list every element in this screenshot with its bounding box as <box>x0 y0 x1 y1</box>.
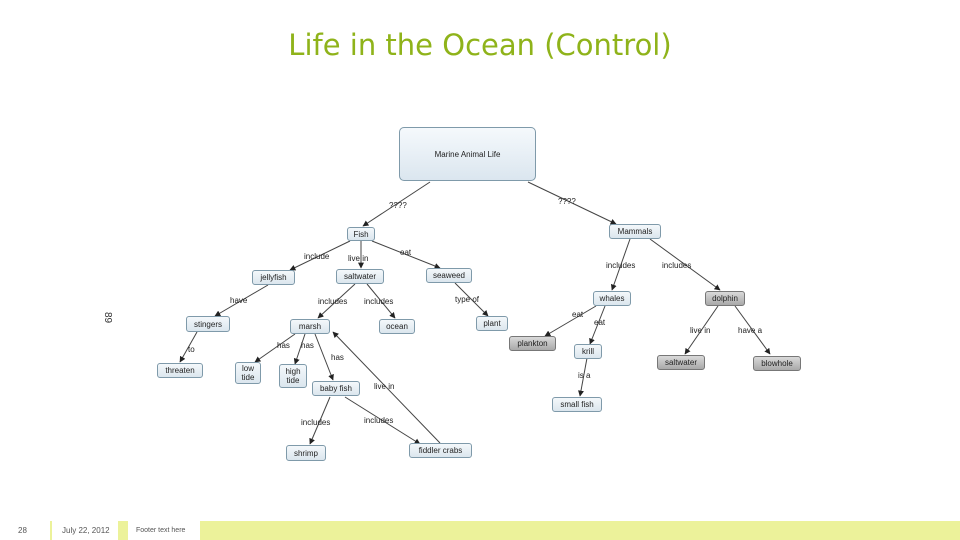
edge-fish-jellyfish <box>289 240 351 271</box>
node-dolphin: dolphin <box>705 291 745 306</box>
link-label-live-in-3: live in <box>690 326 711 335</box>
link-label-include: include <box>304 252 330 261</box>
link-label-includes-babyfish-1: includes <box>301 418 331 427</box>
node-shrimp: shrimp <box>286 445 326 461</box>
link-label-have: have <box>230 296 248 305</box>
link-label-to: to <box>188 345 195 354</box>
link-label-eat-2: eat <box>572 310 584 319</box>
edge-dolphin-saltwater <box>684 305 719 355</box>
edge-seaweed-plant <box>454 282 489 317</box>
link-label-eat-3: eat <box>594 318 606 327</box>
edge-fish-seaweed <box>371 240 441 269</box>
node-small-fish: small fish <box>552 397 602 412</box>
link-label-includes-babyfish-2: includes <box>364 416 394 425</box>
edge-root-fish <box>362 181 431 227</box>
node-ocean: ocean <box>379 319 415 334</box>
node-saltwater-2: saltwater <box>657 355 705 370</box>
node-low-tide: low tide <box>235 362 261 384</box>
link-label-has-1: has <box>277 341 290 350</box>
node-seaweed: seaweed <box>426 268 472 283</box>
edge-whales-krill <box>589 305 606 345</box>
link-label-includes-saltwater-2: includes <box>364 297 394 306</box>
edge-mammals-whales <box>610 238 631 291</box>
link-label-have-a: have a <box>738 326 763 335</box>
node-marsh: marsh <box>290 319 330 334</box>
edge-saltwater-ocean <box>366 283 396 319</box>
edge-marsh-babyfish <box>314 333 334 381</box>
node-marine-animal-life: Marine Animal Life <box>399 127 536 181</box>
edge-marsh-hightide <box>293 333 306 365</box>
edge-dolphin-blowhole <box>734 305 771 355</box>
node-threaten: threaten <box>157 363 203 378</box>
footer-text: Footer text here <box>128 521 200 540</box>
link-label-includes-mammals-1: includes <box>606 261 636 270</box>
footer-date: July 22, 2012 <box>52 521 118 540</box>
edge-fiddler-marsh <box>332 331 441 444</box>
link-label-includes-mammals-2: includes <box>662 261 692 270</box>
link-label-is-a: is a <box>578 371 591 380</box>
link-label-includes-saltwater-1: includes <box>318 297 348 306</box>
node-fish: Fish <box>347 227 375 241</box>
node-whales: whales <box>593 291 631 306</box>
link-label-live-in: live in <box>348 254 369 263</box>
node-blowhole: blowhole <box>753 356 801 371</box>
footer-bar <box>0 521 960 540</box>
edge-babyfish-shrimp <box>309 396 331 445</box>
edge-krill-smallfish <box>578 357 588 397</box>
node-krill: krill <box>574 344 602 359</box>
link-label-eat-1: eat <box>400 248 412 257</box>
node-mammals: Mammals <box>609 224 661 239</box>
node-saltwater: saltwater <box>336 269 384 284</box>
node-plankton: plankton <box>509 336 556 351</box>
link-label-unknown-2: ???? <box>558 197 576 206</box>
link-label-has-2: has <box>301 341 314 350</box>
edge-jellyfish-stingers <box>214 284 269 317</box>
node-jellyfish: jellyfish <box>252 270 295 285</box>
edge-whales-plankton <box>544 305 597 337</box>
link-label-has-3: has <box>331 353 344 362</box>
footer-page-number: 28 <box>0 521 50 540</box>
node-high-tide: high tide <box>279 364 307 388</box>
node-plant: plant <box>476 316 508 331</box>
link-label-type-of: type of <box>455 295 480 304</box>
edge-saltwater-marsh <box>317 283 356 319</box>
edge-root-mammals <box>527 181 617 225</box>
edge-babyfish-fiddler <box>344 396 421 445</box>
link-label-live-in-2: live in <box>374 382 395 391</box>
link-label-unknown-1: ???? <box>389 201 407 210</box>
slide-title: Life in the Ocean (Control) <box>288 28 672 62</box>
node-fiddler-crabs: fiddler crabs <box>409 443 472 458</box>
edge-stingers-threaten <box>179 331 198 363</box>
edge-marsh-lowtide <box>254 333 296 363</box>
node-stingers: stingers <box>186 316 230 332</box>
node-baby-fish: baby fish <box>312 381 360 396</box>
edge-mammals-dolphin <box>649 238 721 291</box>
